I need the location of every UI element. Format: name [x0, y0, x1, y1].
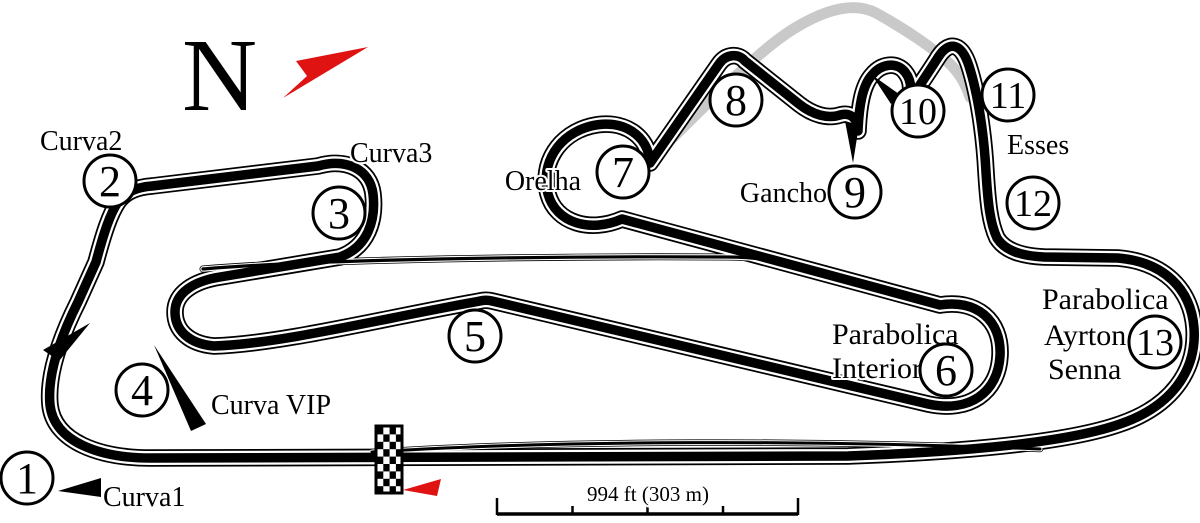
turn-marker-10: 10	[890, 83, 946, 139]
north-arrow-icon	[283, 47, 368, 98]
turn-marker-1: 1	[0, 450, 55, 506]
turn10-pointer-icon	[872, 75, 899, 104]
svg-text:Parabolica: Parabolica	[1042, 283, 1169, 316]
scale-bar: 994 ft (303 m)	[495, 480, 800, 516]
scale-bar-label: 994 ft (303 m)	[587, 482, 709, 506]
turn-marker-6: 6	[918, 342, 974, 398]
svg-text:9: 9	[844, 168, 866, 217]
svg-text:Senna: Senna	[1048, 353, 1121, 386]
turn-marker-11: 11	[980, 67, 1036, 123]
label-curva2: Curva2	[40, 126, 122, 157]
turn-marker-7: 7	[595, 144, 651, 200]
svg-text:10: 10	[899, 91, 937, 133]
turn-marker-2: 2	[82, 153, 138, 209]
turn-marker-5: 5	[447, 308, 503, 364]
svg-text:6: 6	[935, 346, 957, 395]
svg-text:3: 3	[328, 189, 350, 238]
turn4-pointer-icon	[43, 323, 90, 361]
svg-text:13: 13	[1136, 322, 1174, 364]
turn-marker-3: 3	[311, 185, 367, 241]
svg-text:7: 7	[612, 148, 634, 197]
svg-text:2: 2	[99, 157, 121, 206]
start-finish-line	[374, 424, 404, 495]
label-gancho: Gancho	[740, 178, 827, 209]
turn9-pointer-icon	[845, 121, 859, 163]
compass-letter: N	[182, 18, 257, 133]
label-orelha: Orelha	[505, 166, 582, 197]
svg-text:4: 4	[131, 366, 153, 415]
svg-text:Interior: Interior	[832, 352, 922, 385]
label-esses: Esses	[1007, 130, 1069, 161]
label-curva3: Curva3	[350, 138, 432, 169]
turn1-pointer-icon	[58, 478, 101, 497]
turn-marker-13: 13	[1127, 314, 1183, 370]
compass: N	[180, 16, 368, 136]
svg-text:1: 1	[16, 454, 38, 503]
turn-marker-12: 12	[1005, 175, 1061, 231]
turn-marker-8: 8	[708, 72, 764, 128]
label-parabolica-interior: Parabolica Interior	[830, 316, 961, 387]
svg-text:Ayrton: Ayrton	[1044, 319, 1126, 352]
turn-markers: 1 2 3 4 5 6 7 8	[0, 67, 1183, 506]
label-curva-vip: Curva VIP	[211, 390, 331, 421]
svg-text:8: 8	[725, 76, 747, 125]
start-direction-arrow-icon	[403, 479, 441, 496]
turn-marker-9: 9	[827, 164, 883, 220]
svg-text:5: 5	[464, 312, 486, 361]
turn-marker-4: 4	[114, 362, 170, 418]
label-curva1: Curva1	[103, 482, 185, 513]
label-parabolica-ayrton-senna: Parabolica Ayrton Senna	[1040, 281, 1171, 388]
svg-text:11: 11	[990, 75, 1027, 117]
curva-vip-pointer-icon	[154, 345, 206, 431]
svg-text:12: 12	[1014, 183, 1052, 225]
